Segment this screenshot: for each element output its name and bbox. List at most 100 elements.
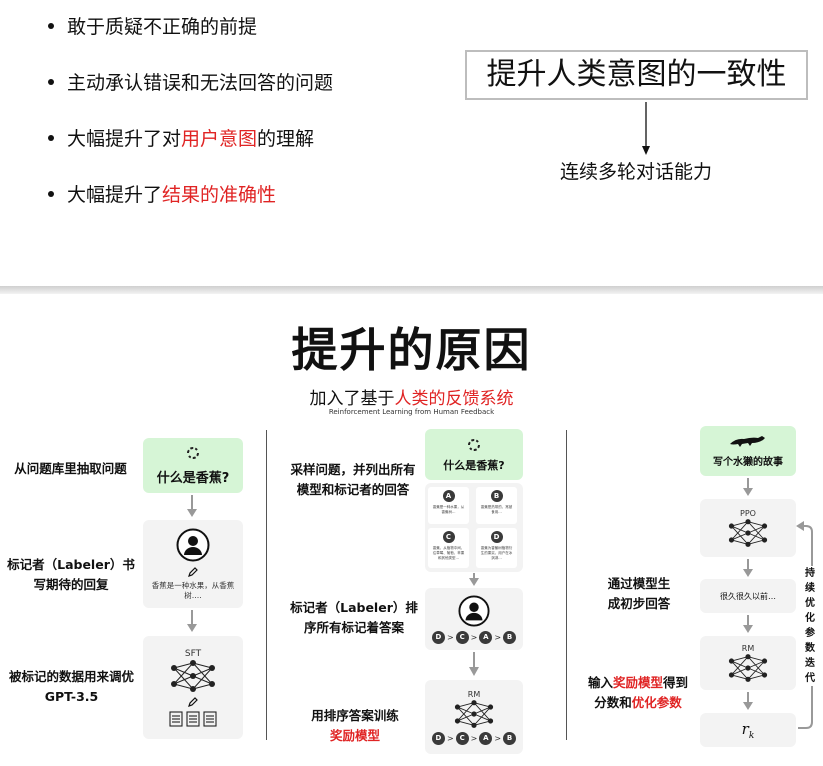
rm-model-card: RM [700,636,796,690]
step-label-train-rm: 用排序答案训练 奖励模型 [290,706,420,746]
down-arrow-icon [642,102,650,155]
bullet-4: 大幅提升了结果的准确性 [48,180,276,207]
step-label-line: 成初步回答 [607,596,671,611]
reward-value: rk [742,720,755,741]
step-label-line: 模型和标记者的回答 [296,482,410,497]
column-divider [266,430,267,740]
prompt-text: 什么是香蕉? [156,471,230,486]
ranking-card: D> C> A> B [425,588,523,650]
goal-subtitle: 连续多轮对话能力 [560,161,713,183]
bullet-text: 大幅提升了对 [67,128,182,150]
rank-letter: A [479,731,493,745]
answer-text: 香蕉为香蕉树植物衍生的果实，用户在冰淇淋… [480,546,513,560]
step-label-line: 标记者（Labeler）书 [7,557,135,572]
bullet-dot [48,22,54,29]
step-label-sample: 从问题库里抽取问题 [14,461,127,476]
rank-letter: C [455,731,469,745]
bullet-dot [48,134,54,141]
slide-divider [0,286,823,294]
rank-letter: D [431,731,445,745]
greater-than-icon: > [446,632,454,642]
step-label-compare: 采样问题，并列出所有 模型和标记者的回答 [283,460,423,500]
prompt-text: 什么是香蕉? [443,458,505,472]
sft-model-card: SFT [143,636,243,739]
greater-than-icon: > [494,733,502,743]
answer-d: D 香蕉为香蕉树植物衍生的果实，用户在冰淇淋… [476,528,517,568]
demo-text: 香蕉是一种水果，从香蕉 树…. [152,581,235,601]
bullet-tail: 的理解 [257,128,315,150]
prompt-card: 什么是香蕉? [143,438,243,493]
refresh-icon [187,447,199,459]
slide-subtitle: 加入了基于人类的反馈系统 [0,384,823,409]
reward-card: rk [700,713,796,747]
answer-b: B 香蕉是热带的，常被食用… [476,487,517,524]
neural-network-icon [454,699,494,728]
answer-letter: D [490,531,503,543]
down-arrow-icon [743,615,753,633]
reward-highlight: 奖励模型 [612,675,663,690]
ranking-order: D> C> A> B [431,731,517,745]
down-arrow-icon [743,559,753,577]
step-label-line: 分数和优化参数 [578,693,698,713]
model-label: RM [741,643,755,653]
step-label-line: 通过模型生 [607,576,671,591]
step-label-line: 被标记的数据用来调优 [8,669,134,684]
bullet-text: 大幅提升了 [67,184,163,206]
down-arrow-icon [187,495,197,517]
bullet-text: 敢于质疑不正确的前提 [67,16,258,38]
down-arrow-icon [469,652,479,676]
rank-letter: D [431,630,445,644]
reward-subscript: k [748,730,755,741]
demo-text-line: 香蕉是一种水果，从香蕉 [151,580,235,590]
column-divider [566,430,567,740]
answer-letter: A [442,490,455,502]
reward-pre2: 分数和 [594,695,632,710]
pencil-icon [188,696,198,707]
prompt-card: 写个水獭的故事 [700,426,796,476]
neural-network-icon [728,518,768,547]
greater-than-icon: > [494,632,502,642]
down-arrow-icon [743,478,753,496]
rank-letter: B [503,630,517,644]
neural-network-icon [171,659,215,692]
top-slide: 敢于质疑不正确的前提 主动承认错误和无法回答的问题 大幅提升了对用户意图的理解 … [0,0,823,262]
bullet-3: 大幅提升了对用户意图的理解 [48,124,314,151]
step-label-line: 写期待的回复 [33,577,109,592]
model-label: PPO [740,508,756,518]
output-card: 很久很久以前… [700,579,796,613]
bullet-dot [48,190,54,197]
documents-icon [169,710,217,727]
bullet-highlight: 结果的准确性 [162,184,277,206]
down-arrow-icon [743,692,753,710]
greater-than-icon: > [470,733,478,743]
down-arrow-icon [187,610,197,632]
step-label-highlight: 奖励模型 [329,728,380,743]
greater-than-icon: > [446,733,454,743]
step-label-generate: 通过模型生 成初步回答 [594,574,684,614]
step-label-line: 序所有标记着答案 [303,620,404,635]
ppo-model-card: PPO [700,499,796,557]
goal-box: 提升人类意图的一致性 [465,50,808,100]
rm-model-card: RM D> C> A> B [425,680,523,754]
answer-c: C 香蕉，从植物中间，往草莓、葡萄、苹果和其他类型… [428,528,469,568]
prompt-text: 写个水獭的故事 [713,457,783,468]
step-label-line: GPT-3.5 [44,689,99,704]
demo-text-line: 树…. [184,590,202,600]
optimize-highlight: 优化参数 [631,695,682,710]
user-icon [176,528,210,561]
rank-letter: C [455,630,469,644]
answer-a: A 香蕉是一种水果，从香蕉树… [428,487,469,524]
demo-card: 香蕉是一种水果，从香蕉 树…. [143,520,243,608]
refresh-icon [468,438,480,451]
step-label-line: 用排序答案训练 [311,708,399,723]
prompt-card: 什么是香蕉? [425,429,523,480]
bullet-1: 敢于质疑不正确的前提 [48,12,257,39]
model-label: RM [467,689,481,699]
bullet-2: 主动承认错误和无法回答的问题 [48,68,333,95]
reward-symbol: r [741,719,749,738]
answer-text: 香蕉是热带的，常被食用… [480,505,513,514]
step-label-labeler: 标记者（Labeler）书 写期待的回复 [6,555,136,595]
model-label: SFT [184,648,202,659]
step-label-reward: 输入奖励模型得到 分数和优化参数 [578,673,698,713]
step-label-line: 标记者（Labeler）排 [290,600,418,615]
